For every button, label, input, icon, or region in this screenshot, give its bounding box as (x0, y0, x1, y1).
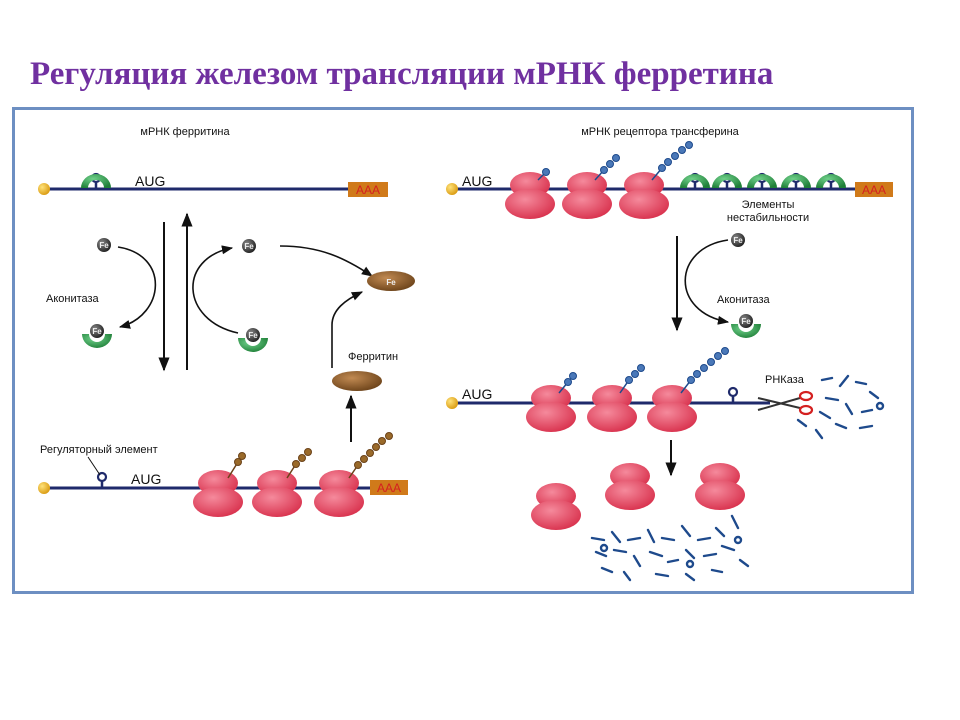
curve-arrow-right (192, 245, 239, 334)
ribosome (193, 470, 243, 517)
polya-box (370, 480, 408, 495)
nascent-peptide (594, 154, 620, 181)
iron-ion-left (97, 238, 111, 252)
mrna-fragments (796, 374, 885, 440)
ferritin-storage-arrow (331, 291, 364, 368)
ribosome (619, 172, 669, 219)
iron-responsive-element (96, 471, 108, 490)
aug-label: AUG (462, 173, 492, 189)
regulatory-element-label: Регуляторный элемент (40, 444, 158, 456)
polya-label: AAA (862, 183, 886, 197)
curve-arrow-right-panel (684, 239, 730, 325)
polya-label: AAA (356, 183, 380, 197)
aug-label: AUG (131, 471, 161, 487)
iron-ion-right-panel (731, 233, 745, 247)
cap-5prime (38, 183, 50, 195)
aconitase-iron-right-panel (731, 314, 761, 338)
free-ribosome (531, 483, 581, 530)
tfr-mrna-label: мРНК рецептора трансферина (581, 126, 739, 138)
nascent-peptide (537, 168, 550, 181)
nascent-peptide (558, 372, 577, 394)
aug-label: AUG (462, 386, 492, 402)
ribosome (526, 385, 576, 432)
ribosome (647, 385, 697, 432)
curve-arrow-left (117, 246, 157, 329)
slide-title: Регуляция железом трансляции мРНК феррет… (30, 56, 774, 92)
nascent-peptide (348, 432, 393, 479)
iron-label-ferritin: Fe (386, 278, 396, 287)
ribosome (562, 172, 612, 219)
iron-ion-right (242, 239, 256, 253)
ribosome (587, 385, 637, 432)
ferritin-iron-complex: Fe (367, 271, 415, 291)
nascent-peptide (227, 452, 246, 479)
aconitase-iron-right (238, 328, 268, 352)
instability-elements-label: Элементы (742, 199, 795, 211)
nascent-peptide (651, 141, 693, 181)
iron-to-ferritin-arrow (279, 245, 373, 277)
aconitase-label-right: Аконитаза (717, 294, 771, 306)
scissors-icon (757, 390, 814, 416)
ferritin-mrna-translating: Регуляторный элемент AUG AAA (38, 432, 408, 517)
rnase-label: РНКаза (765, 374, 805, 386)
ferritin-mrna-label: мРНК ферритина (140, 126, 230, 138)
tfr-mrna-degradation: AUG РНКаза (446, 347, 885, 440)
ribosome (314, 470, 364, 517)
nascent-peptide (680, 347, 729, 394)
ferritin-label: Ферритин (348, 351, 398, 363)
aconitase-iron-left (82, 324, 112, 348)
cap-5prime (446, 397, 458, 409)
polya-box (855, 182, 893, 197)
nascent-peptide (619, 364, 645, 394)
ribosome (505, 172, 555, 219)
ferritin-protein (332, 371, 382, 391)
aconitase-label-left: Аконитаза (46, 293, 100, 305)
aug-label: AUG (135, 173, 165, 189)
degraded-mrna-fragments (590, 514, 750, 582)
free-ribosome (605, 463, 655, 510)
polya-box (348, 182, 388, 197)
tfr-mrna-top: AUG мРНК рецептора трансферина AAA Элеме… (446, 126, 893, 224)
instability-elements-label: нестабильности (727, 212, 809, 224)
regulatory-element-pointer (87, 456, 101, 476)
polya-label: AAA (377, 481, 401, 495)
cap-5prime (446, 183, 458, 195)
cap-5prime (38, 482, 50, 494)
ferritin-mrna-top: AUG AAA мРНК ферритина (38, 126, 388, 197)
iron-responsive-element (727, 386, 739, 405)
ribosome (252, 470, 302, 517)
free-ribosome (695, 463, 745, 510)
nascent-peptide (286, 448, 312, 479)
